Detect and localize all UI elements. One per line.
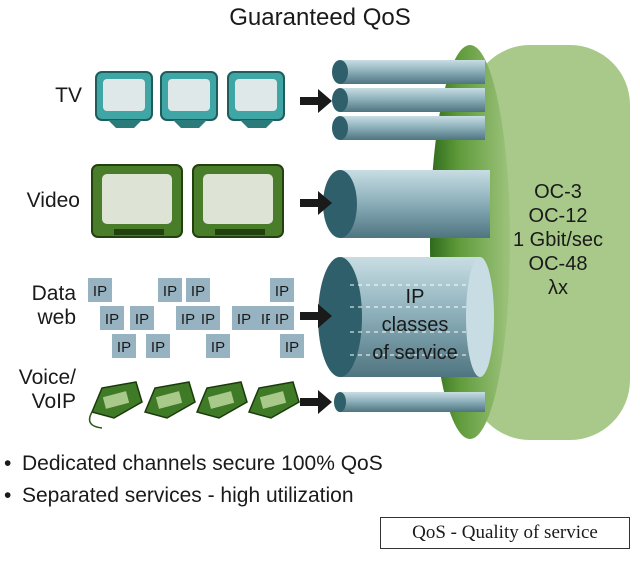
voice-pipe xyxy=(334,392,485,412)
row-label-data-line2: web xyxy=(37,306,76,329)
rate-1gbit: 1 Gbit/sec xyxy=(512,229,604,251)
row-label-voice-line1: Voice/ xyxy=(18,366,76,389)
ip-packet-label: IP xyxy=(237,311,251,328)
telephone-icon xyxy=(88,381,300,429)
row-label-data: Data web xyxy=(8,282,76,330)
ip-packet-icon: IP xyxy=(270,278,294,302)
row-label-voice-line2: VoIP xyxy=(31,390,76,413)
ip-packet-icon: IP xyxy=(186,278,210,302)
row-label-tv: TV xyxy=(55,84,82,107)
row-label-data-line1: Data xyxy=(31,282,76,305)
video-pipe xyxy=(323,170,490,238)
trunk-rates: OC-3 OC-12 1 Gbit/sec OC-48 λx xyxy=(498,180,618,300)
bullet-list: Dedicated channels secure 100% QoS Separ… xyxy=(4,448,383,512)
ip-packet-label: IP xyxy=(191,283,205,300)
bullet-item: Dedicated channels secure 100% QoS xyxy=(4,448,383,480)
ip-packet-label: IP xyxy=(163,283,177,300)
rate-oc12: OC-12 xyxy=(528,205,588,227)
ip-classes-pipe xyxy=(318,257,494,377)
row-label-video: Video xyxy=(26,189,80,212)
ip-packet-label: IP xyxy=(285,339,299,356)
ip-packet-icon: IP xyxy=(100,306,124,330)
ip-packet-icon: IP xyxy=(88,278,112,302)
tv-icon xyxy=(95,71,285,128)
ip-packet-icon: IP xyxy=(280,334,304,358)
ip-classes-line2: classes xyxy=(381,314,449,336)
ip-packet-icon: IP xyxy=(112,334,136,358)
ip-packet-icon: IP xyxy=(158,278,182,302)
ip-packet-label: IP xyxy=(201,311,215,328)
rate-oc48: OC-48 xyxy=(528,253,588,275)
ip-packet-icon: IP xyxy=(130,306,154,330)
bullet-item: Separated services - high utilization xyxy=(4,480,383,512)
ip-packet-label: IP xyxy=(211,339,225,356)
row-label-voice: Voice/ VoIP xyxy=(0,366,76,414)
ip-classes-line3: of service xyxy=(372,342,458,364)
ip-packet-icon: IP xyxy=(146,334,170,358)
ip-packet-icon: IP xyxy=(196,306,220,330)
legend-box: QoS - Quality of service xyxy=(380,517,630,549)
diagram-title: Guaranteed QoS xyxy=(229,4,411,31)
rate-oc3: OC-3 xyxy=(534,181,582,203)
ip-packet-label: IP xyxy=(117,339,131,356)
ip-packet-icon: IP xyxy=(232,306,256,330)
rate-lambda: λx xyxy=(548,277,568,299)
ip-packet-label: IP xyxy=(181,311,195,328)
tv-pipes xyxy=(332,60,485,140)
ip-packet-label: IP xyxy=(151,339,165,356)
ip-packet-icon: IP xyxy=(270,306,294,330)
ip-packet-label: IP xyxy=(93,283,107,300)
ip-packet-icon: IP xyxy=(206,334,230,358)
monitor-icon xyxy=(91,164,284,238)
ip-packet-label: IP xyxy=(135,311,149,328)
ip-packet-label: IP xyxy=(105,311,119,328)
ip-classes-label: IP classes of service xyxy=(360,283,470,367)
ip-packet-label: IP xyxy=(275,311,289,328)
ip-classes-line1: IP xyxy=(405,286,425,308)
arrow-icon xyxy=(300,89,332,414)
ip-packet-label: IP xyxy=(275,283,289,300)
